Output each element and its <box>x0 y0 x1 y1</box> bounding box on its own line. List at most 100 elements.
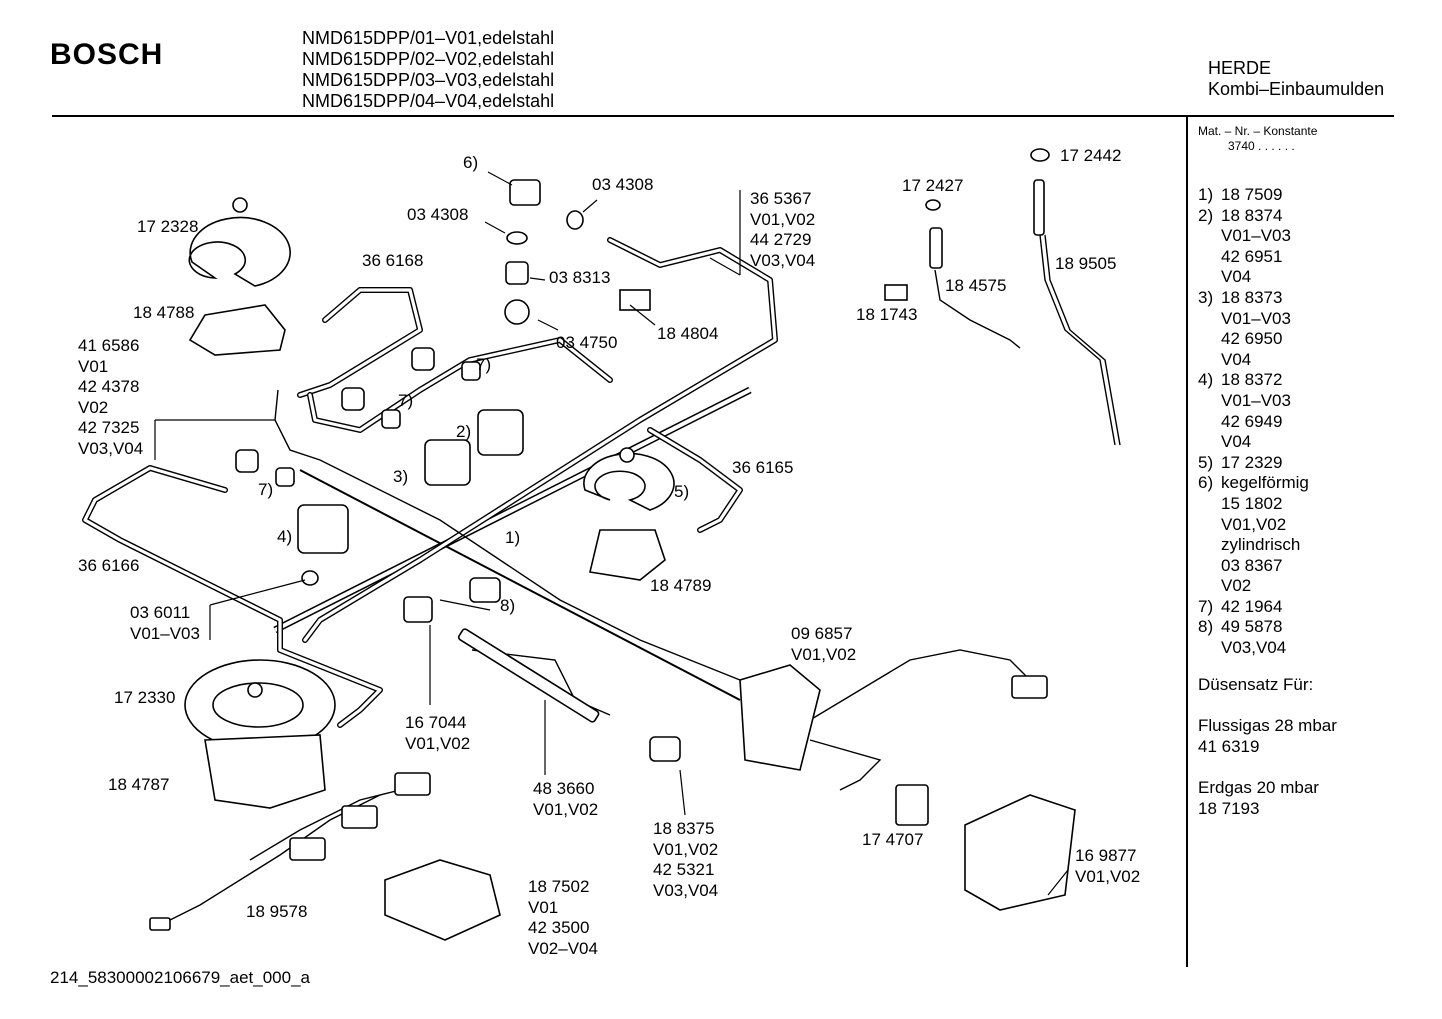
footnote-number: 2) <box>1198 205 1214 225</box>
part-label-block: 18 7502 V01 42 3500 V02–V04 <box>528 877 598 959</box>
variant-label: V03,V04 <box>78 438 144 458</box>
part-label: 17 2442 <box>1060 146 1122 165</box>
electrical-parts <box>149 628 1076 941</box>
callout-7: 7) <box>258 480 274 499</box>
category-block: HERDE Kombi–Einbaumulden <box>1208 58 1384 100</box>
thermocouple-plug <box>929 227 943 269</box>
part-label: 48 3660 <box>533 779 595 798</box>
gas-pipes <box>82 237 778 728</box>
variant-label: V03,V04 <box>653 880 719 900</box>
gas-valve <box>477 409 524 456</box>
footnote-list: 1)18 7509 2)18 8374 V01–V03 42 6951 V04 … <box>1198 185 1388 659</box>
part-label: 18 9505 <box>1055 254 1117 273</box>
part-label-block: 09 6857 V01,V02 <box>791 624 856 665</box>
variant-line: V04 <box>1221 349 1252 369</box>
footnote-item: 2)18 8374 <box>1198 206 1388 227</box>
footnote-item: 7)42 1964 <box>1198 597 1388 618</box>
model-line: NMD615DPP/02–V02,edelstahl <box>302 49 555 69</box>
variant-line: V01,V02 <box>1221 514 1287 534</box>
part-label: 42 3500 <box>528 918 590 938</box>
part-label-block: 41 6586 V01 42 4378 V02 42 7325 V03,V04 <box>78 336 143 460</box>
exploded-parts-diagram <box>82 148 1121 941</box>
part-label-block: 16 7044 V01,V02 <box>405 713 470 754</box>
variant-type: zylindrisch <box>1221 535 1301 555</box>
part-label: 09 6857 <box>791 624 853 643</box>
part-label: 18 7502 <box>528 877 590 896</box>
part-number: 18 7509 <box>1221 185 1283 204</box>
variant-label: V01 <box>78 356 109 376</box>
footnote-number: 8) <box>1198 617 1214 637</box>
callout-7: 7) <box>476 355 492 374</box>
footnote-number: 4) <box>1198 370 1214 390</box>
clip-bracket <box>619 289 651 311</box>
footnote-number: 6) <box>1198 473 1214 493</box>
part-label: 18 4788 <box>133 303 195 322</box>
lpg-label: Flussigas 28 mbar <box>1198 716 1337 736</box>
part-label: 17 2330 <box>114 688 176 707</box>
callout-3: 3) <box>393 467 409 486</box>
part-label: 18 4804 <box>657 324 719 343</box>
part-label: 03 6011 <box>130 603 191 622</box>
variant-label: V01 <box>528 897 559 917</box>
category-subtitle: Kombi–Einbaumulden <box>1208 79 1385 99</box>
spark-plug-terminal <box>341 805 378 829</box>
sidebar-legend: Mat. – Nr. – Konstante 3740 . . . . . . … <box>1198 124 1388 820</box>
seal-ring <box>925 199 941 211</box>
part-label: 36 5367 <box>750 189 812 208</box>
part-number: 49 5878 <box>1221 617 1283 637</box>
part-label: 03 4308 <box>592 175 654 194</box>
control-box <box>964 794 1076 911</box>
variant-label: V01,V02 <box>653 839 719 859</box>
callout-6: 6) <box>463 153 479 172</box>
drawing-code: 214_58300002106679_aet_000_a <box>50 968 310 987</box>
part-number: 17 2329 <box>1221 452 1283 472</box>
part-label: 44 2729 <box>750 230 812 250</box>
lpg-part-number: 41 6319 <box>1198 736 1260 756</box>
hex-nut <box>504 299 530 325</box>
valves-and-fittings <box>232 148 1050 762</box>
ignition-module <box>384 859 501 941</box>
screw <box>247 682 263 698</box>
screw <box>232 197 248 213</box>
footnote-number: 7) <box>1198 596 1214 616</box>
variant-label: V01,V02 <box>533 799 599 819</box>
footnote-item: 4)18 8372 <box>1198 370 1388 391</box>
part-label: 16 7044 <box>405 713 467 732</box>
variant-label: V01–V03 <box>130 623 200 643</box>
part-label: 17 4707 <box>862 830 924 849</box>
footnote-item: 6)kegelförmig <box>1198 473 1388 494</box>
nozzle-set-title: Düsensatz Für: <box>1198 674 1314 694</box>
footnote-number: 3) <box>1198 287 1214 307</box>
callout-5: 5) <box>674 482 690 501</box>
callout-8: 8) <box>500 596 516 615</box>
footnote-number: 1) <box>1198 185 1214 204</box>
retainer-clip <box>884 284 908 301</box>
part-label: 18 4787 <box>108 775 170 794</box>
part-label-block: 48 3660 V01,V02 <box>533 779 598 820</box>
variant-line: V01–V03 <box>1221 308 1291 328</box>
gas-rail <box>273 386 752 701</box>
variant-line: V04 <box>1221 267 1252 287</box>
part-label: 17 2427 <box>902 176 964 195</box>
igniter-rod <box>457 628 600 723</box>
spark-plug-terminal <box>289 837 326 861</box>
flame-spreader-ring <box>583 452 675 511</box>
flame-spreader-ring <box>188 216 291 287</box>
variant-label: V01,V02 <box>405 733 471 753</box>
part-label: 41 6586 <box>78 336 140 355</box>
variant-line: V01–V03 <box>1221 226 1291 246</box>
part-label: 03 4308 <box>407 205 469 224</box>
variant-label: V03,V04 <box>750 250 816 270</box>
part-label: 03 8313 <box>549 268 611 287</box>
model-list: NMD615DPP/01–V01,edelstahl NMD615DPP/02–… <box>302 28 554 112</box>
category-title: HERDE <box>1208 58 1272 78</box>
part-label: 16 9877 <box>1075 846 1137 865</box>
part-number: 15 1802 <box>1221 493 1283 513</box>
natural-gas-part-number: 18 7193 <box>1198 799 1260 819</box>
callout-2: 2) <box>456 422 472 441</box>
nozzle <box>341 387 365 411</box>
leader-lines <box>154 171 1069 896</box>
callout-7: 7) <box>398 391 414 410</box>
spark-plug-terminal <box>394 772 431 796</box>
variant-line: V02 <box>1221 576 1252 596</box>
